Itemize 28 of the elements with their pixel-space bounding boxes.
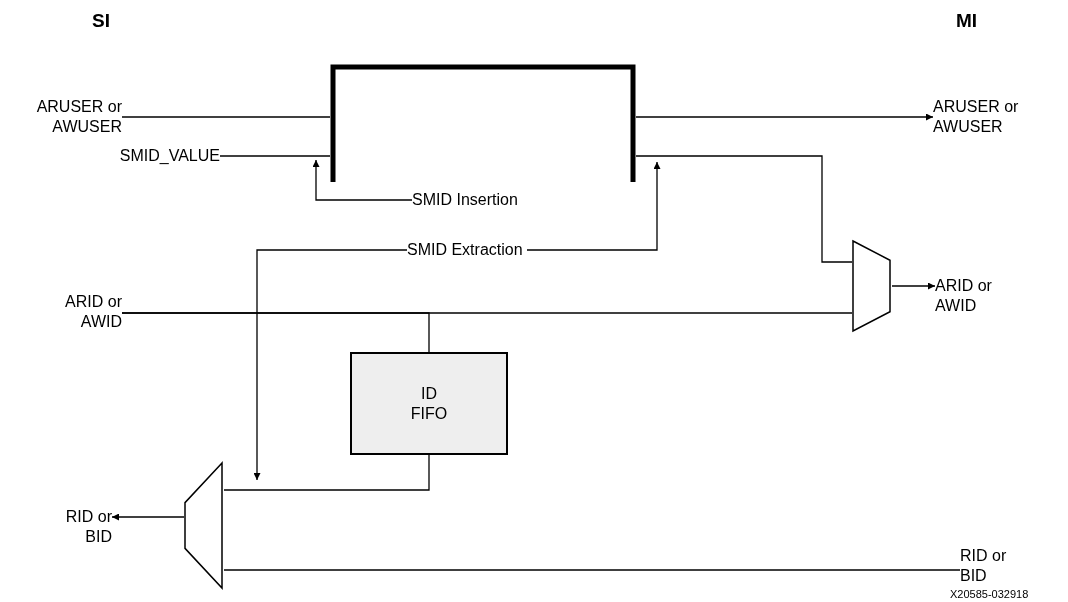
multiplexer-symbol [852,240,892,332]
connector-line [121,116,331,118]
signal-label: SMID Extraction [407,240,527,260]
connector-line [121,312,430,353]
signal-label: ARID or AWID [935,276,1015,316]
side-heading: MI [956,10,978,32]
side-heading: SI [92,10,110,32]
connector-line [635,155,853,263]
connector-line [223,569,961,571]
arrow [891,282,936,290]
bracket-block [330,64,636,182]
arrow [253,249,408,481]
signal-label: ARID or AWID [40,292,122,332]
arrow [312,159,413,201]
connector-line [223,454,430,491]
arrow [111,513,185,521]
figure-id: X20585-032918 [950,588,1029,600]
signal-label: SMID Insertion [412,190,524,210]
signal-label: SMID_VALUE [70,146,220,166]
signal-label: ARUSER or AWUSER [933,97,1053,137]
arrow [635,113,934,121]
signal-label: ARUSER or AWUSER [10,97,122,137]
fifo-box: ID FIFO [350,352,508,455]
signal-label: RID or BID [40,507,112,547]
multiplexer-symbol [184,462,224,589]
connector-line [219,155,331,157]
arrow [526,161,661,251]
signal-label: RID or BID [960,546,1032,586]
